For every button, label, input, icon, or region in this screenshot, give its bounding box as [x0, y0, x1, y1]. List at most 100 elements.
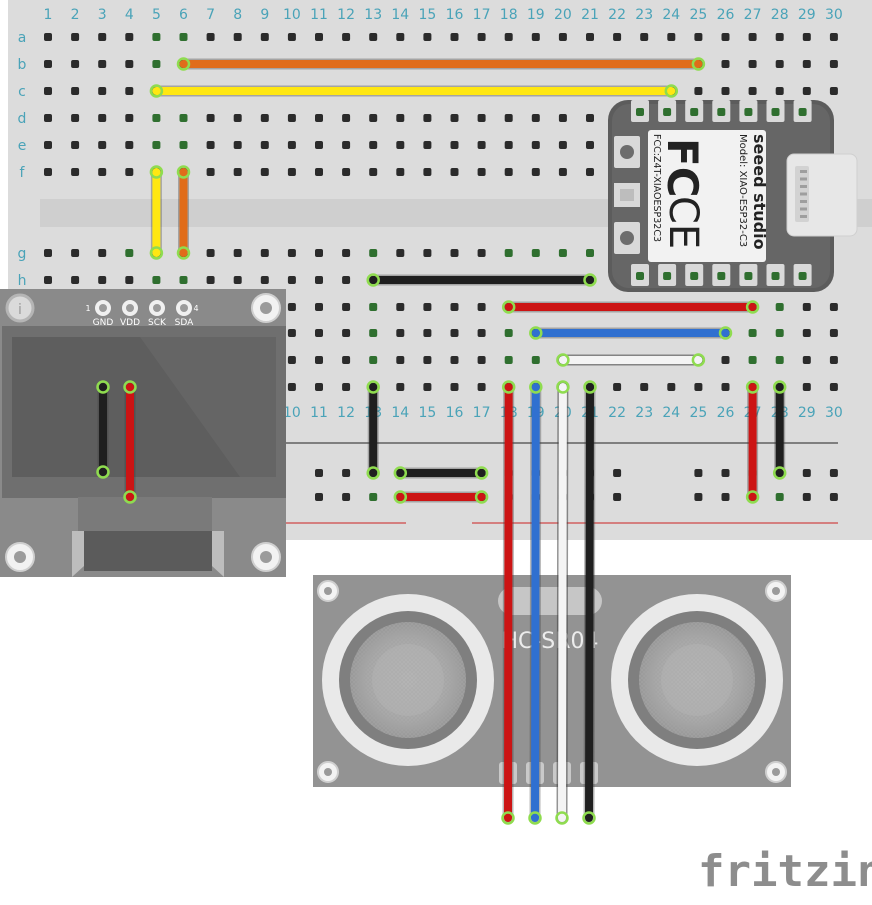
breadboard-hole[interactable]	[504, 141, 513, 149]
breadboard-hole[interactable]	[315, 249, 323, 257]
breadboard-hole[interactable]	[125, 33, 134, 41]
breadboard-hole[interactable]	[260, 33, 269, 41]
breadboard-hole[interactable]	[260, 276, 269, 284]
breadboard-hole[interactable]	[206, 141, 215, 149]
breadboard-hole[interactable]	[667, 383, 676, 391]
breadboard-hole[interactable]	[342, 383, 351, 391]
breadboard-hole[interactable]	[721, 469, 730, 477]
breadboard-hole[interactable]	[98, 60, 107, 68]
breadboard-hole[interactable]	[423, 33, 432, 41]
breadboard-hole[interactable]	[342, 303, 351, 311]
breadboard-hole[interactable]	[287, 356, 296, 364]
breadboard-hole[interactable]	[125, 60, 134, 68]
breadboard-hole[interactable]	[71, 249, 80, 257]
breadboard-hole[interactable]	[504, 33, 513, 41]
breadboard-hole[interactable]	[531, 356, 540, 364]
breadboard-hole[interactable]	[748, 356, 757, 364]
breadboard-hole[interactable]	[98, 276, 107, 284]
red-wire-rail-bridge[interactable]	[393, 490, 489, 504]
breadboard-hole[interactable]	[287, 276, 296, 284]
breadboard-hole[interactable]	[396, 33, 405, 41]
red-wire-rail[interactable]	[745, 380, 760, 504]
breadboard-hole[interactable]	[450, 141, 459, 149]
breadboard-hole[interactable]	[450, 383, 459, 391]
sensor-echo-wire[interactable]	[555, 380, 570, 825]
breadboard-hole[interactable]	[504, 249, 513, 257]
breadboard-hole[interactable]	[423, 168, 432, 176]
breadboard-hole[interactable]	[98, 249, 107, 257]
breadboard-hole[interactable]	[694, 469, 703, 477]
breadboard-hole[interactable]	[71, 141, 80, 149]
breadboard-hole[interactable]	[423, 303, 432, 311]
breadboard-hole[interactable]	[477, 303, 486, 311]
breadboard-hole[interactable]	[829, 60, 838, 68]
breadboard-hole[interactable]	[531, 249, 540, 257]
breadboard-hole[interactable]	[775, 303, 784, 311]
hc-sr04-sensor[interactable]: HC-SR04	[313, 575, 791, 787]
breadboard-hole[interactable]	[613, 469, 622, 477]
breadboard-hole[interactable]	[260, 249, 269, 257]
breadboard-hole[interactable]	[586, 249, 594, 257]
breadboard-hole[interactable]	[369, 114, 378, 122]
breadboard-hole[interactable]	[477, 168, 486, 176]
breadboard-hole[interactable]	[260, 114, 269, 122]
breadboard-hole[interactable]	[287, 141, 296, 149]
breadboard-hole[interactable]	[44, 60, 52, 68]
breadboard-hole[interactable]	[829, 356, 838, 364]
breadboard-hole[interactable]	[558, 249, 567, 257]
breadboard-hole[interactable]	[71, 87, 80, 95]
breadboard-hole[interactable]	[71, 114, 80, 122]
breadboard-hole[interactable]	[829, 329, 838, 337]
breadboard-hole[interactable]	[233, 33, 242, 41]
breadboard-hole[interactable]	[802, 33, 811, 41]
breadboard-hole[interactable]	[640, 33, 649, 41]
breadboard-hole[interactable]	[342, 356, 351, 364]
breadboard-hole[interactable]	[531, 168, 540, 176]
breadboard-hole[interactable]	[152, 276, 161, 284]
breadboard-hole[interactable]	[315, 329, 323, 337]
breadboard-hole[interactable]	[613, 383, 622, 391]
breadboard-hole[interactable]	[369, 329, 378, 337]
breadboard-hole[interactable]	[152, 114, 161, 122]
breadboard-hole[interactable]	[450, 249, 459, 257]
breadboard-hole[interactable]	[342, 114, 351, 122]
breadboard-hole[interactable]	[721, 493, 730, 501]
breadboard-hole[interactable]	[44, 168, 52, 176]
breadboard-hole[interactable]	[721, 87, 730, 95]
breadboard-hole[interactable]	[504, 168, 513, 176]
breadboard-hole[interactable]	[694, 383, 703, 391]
breadboard-hole[interactable]	[71, 60, 80, 68]
breadboard-hole[interactable]	[829, 383, 838, 391]
breadboard-hole[interactable]	[802, 493, 811, 501]
breadboard-hole[interactable]	[260, 168, 269, 176]
breadboard-hole[interactable]	[342, 493, 351, 501]
breadboard-hole[interactable]	[98, 141, 107, 149]
breadboard-hole[interactable]	[369, 141, 378, 149]
breadboard-hole[interactable]	[477, 33, 486, 41]
breadboard-hole[interactable]	[342, 249, 351, 257]
breadboard-hole[interactable]	[125, 141, 134, 149]
breadboard-hole[interactable]	[125, 114, 134, 122]
breadboard-hole[interactable]	[640, 383, 649, 391]
breadboard-hole[interactable]	[423, 141, 432, 149]
breadboard-hole[interactable]	[586, 114, 594, 122]
breadboard-hole[interactable]	[477, 141, 486, 149]
breadboard-hole[interactable]	[315, 276, 323, 284]
breadboard-hole[interactable]	[152, 141, 161, 149]
breadboard-hole[interactable]	[287, 168, 296, 176]
breadboard-hole[interactable]	[71, 33, 80, 41]
breadboard-hole[interactable]	[423, 329, 432, 337]
breadboard-hole[interactable]	[44, 33, 52, 41]
breadboard-hole[interactable]	[396, 114, 405, 122]
breadboard-hole[interactable]	[179, 276, 188, 284]
breadboard-hole[interactable]	[721, 33, 730, 41]
breadboard-hole[interactable]	[396, 356, 405, 364]
breadboard-hole[interactable]	[694, 33, 703, 41]
breadboard-hole[interactable]	[775, 60, 784, 68]
sensor-vcc-wire[interactable]	[501, 380, 516, 825]
oled-display-module[interactable]: i 1 4 GND VDD SCK SDA	[0, 289, 286, 577]
breadboard-hole[interactable]	[396, 249, 405, 257]
breadboard-hole[interactable]	[829, 469, 838, 477]
breadboard-hole[interactable]	[802, 383, 811, 391]
breadboard-hole[interactable]	[396, 168, 405, 176]
